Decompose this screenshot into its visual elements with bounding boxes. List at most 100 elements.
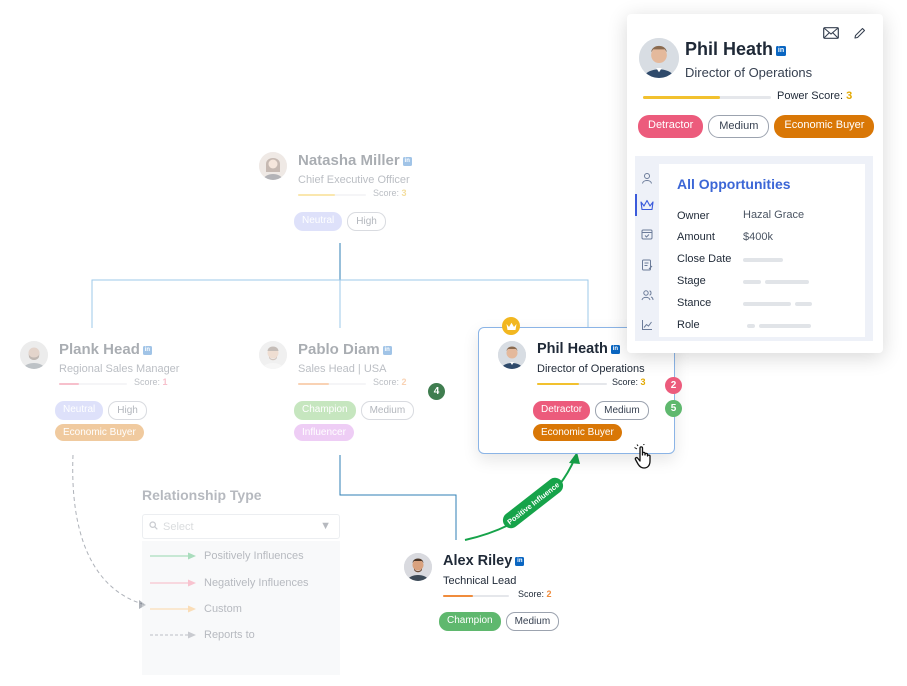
tags: Champion Medium xyxy=(439,612,560,631)
score-value: 2 xyxy=(401,377,407,387)
tags: Neutral High xyxy=(294,212,386,231)
tag-medium: Medium xyxy=(505,612,560,631)
tag-neutral: Neutral xyxy=(55,401,104,420)
crown-icon[interactable] xyxy=(639,197,655,213)
tags: Champion Medium xyxy=(294,401,415,420)
tag-medium: Medium xyxy=(595,401,649,420)
linkedin-icon[interactable]: in xyxy=(382,346,392,355)
score-bar-fill xyxy=(443,595,473,597)
option-reports-to[interactable]: Reports to xyxy=(150,629,255,641)
placeholder-bar xyxy=(747,324,755,328)
power-score-label: Power Score: xyxy=(777,90,844,102)
score-bar-fill xyxy=(298,383,329,385)
linkedin-icon[interactable]: in xyxy=(776,46,787,56)
avatar xyxy=(20,341,48,369)
arrow-dashed-icon xyxy=(150,631,196,639)
power-score-value: 3 xyxy=(846,90,853,102)
avatar xyxy=(259,152,287,180)
score: Score: 3 xyxy=(373,188,407,198)
relationship-type-select[interactable]: Select ▼ xyxy=(142,514,340,539)
tag-economic-buyer: Economic Buyer xyxy=(55,424,144,441)
score-bar xyxy=(298,383,366,385)
score: Score: 3 xyxy=(612,377,646,387)
score-value: 2 xyxy=(546,589,552,599)
relationship-type-options: Positively Influences Negatively Influen… xyxy=(142,541,340,675)
tags: Economic Buyer xyxy=(533,424,622,441)
score-bar-fill xyxy=(537,383,579,385)
avatar xyxy=(639,38,679,78)
arrow-green-icon xyxy=(150,552,196,560)
linkedin-icon[interactable]: in xyxy=(610,345,620,354)
score-bar xyxy=(59,383,127,385)
notes-icon[interactable] xyxy=(639,257,655,273)
positive-count-badge[interactable]: 5 xyxy=(665,400,682,417)
power-score-bar xyxy=(643,96,771,99)
placeholder-bar xyxy=(759,324,811,328)
linkedin-icon[interactable]: in xyxy=(402,157,412,166)
tag-influencer: Influencer xyxy=(294,424,354,441)
field-label-stance: Stance xyxy=(677,297,712,309)
option-label: Positively Influences xyxy=(204,550,304,562)
tags: Economic Buyer xyxy=(55,424,144,441)
field-label-close-date: Close Date xyxy=(677,253,732,265)
edit-icon[interactable] xyxy=(850,24,868,42)
linkedin-icon[interactable]: in xyxy=(515,557,525,566)
avatar xyxy=(259,341,287,369)
tag-medium[interactable]: Medium xyxy=(708,115,770,138)
placeholder-bar xyxy=(743,302,791,306)
relationship-type-panel: Relationship Type Select ▼ Positively In… xyxy=(142,487,342,675)
field-value-owner: Hazal Grace xyxy=(743,209,805,221)
people-icon[interactable] xyxy=(639,287,655,303)
person-name: Phil Heath xyxy=(537,341,608,357)
tags: Influencer xyxy=(294,424,354,441)
connection-count-badge[interactable]: 4 xyxy=(428,383,445,400)
opportunities-title[interactable]: All Opportunities xyxy=(677,176,791,192)
tag-detractor[interactable]: Detractor xyxy=(638,115,704,138)
placeholder-bar xyxy=(765,280,809,284)
chart-icon[interactable] xyxy=(639,317,655,333)
option-positively-influences[interactable]: Positively Influences xyxy=(150,550,304,562)
option-negatively-influences[interactable]: Negatively Influences xyxy=(150,577,309,589)
positive-influence-edge xyxy=(464,457,576,541)
power-score: Power Score: 3 xyxy=(777,90,852,102)
score-label: Score: xyxy=(612,377,639,387)
tags: Neutral High xyxy=(55,401,147,420)
score-label: Score: xyxy=(518,589,545,599)
linkedin-icon[interactable]: in xyxy=(142,346,152,355)
score: Score: 2 xyxy=(373,377,407,387)
tag-champion: Champion xyxy=(294,401,356,420)
person-name: Plank Head xyxy=(59,341,140,358)
person-role: Technical Lead xyxy=(443,575,517,587)
field-label-role: Role xyxy=(677,319,700,331)
tag-economic-buyer[interactable]: Economic Buyer xyxy=(774,115,875,138)
reports-to-edge xyxy=(72,454,147,606)
tag-neutral: Neutral xyxy=(294,212,343,231)
score-label: Score: xyxy=(134,377,161,387)
tags: Detractor Medium xyxy=(533,401,649,420)
option-label: Negatively Influences xyxy=(204,577,309,589)
tag-champion: Champion xyxy=(439,612,501,631)
person-name: Pablo Diam xyxy=(298,341,380,358)
score-label: Score: xyxy=(373,188,400,198)
select-placeholder: Select xyxy=(163,520,194,533)
tag-high: High xyxy=(108,401,147,420)
option-label: Reports to xyxy=(204,629,255,641)
person-role: Sales Head | USA xyxy=(298,363,387,375)
person-role: Chief Executive Officer xyxy=(298,174,410,186)
search-icon xyxy=(149,520,158,533)
calendar-check-icon[interactable] xyxy=(639,226,655,242)
mail-icon[interactable] xyxy=(822,24,840,42)
field-label-amount: Amount xyxy=(677,231,715,243)
person-icon[interactable] xyxy=(639,170,655,186)
tag-high: High xyxy=(347,212,386,231)
person-role: Director of Operations xyxy=(685,65,813,80)
negative-count-badge[interactable]: 2 xyxy=(665,377,682,394)
opportunities-card: All Opportunities Owner Hazal Grace Amou… xyxy=(659,164,865,337)
score-bar xyxy=(537,383,607,385)
score-bar xyxy=(443,595,509,597)
option-custom[interactable]: Custom xyxy=(150,603,242,615)
relationship-type-title: Relationship Type xyxy=(142,487,262,503)
score-value: 3 xyxy=(640,377,646,387)
